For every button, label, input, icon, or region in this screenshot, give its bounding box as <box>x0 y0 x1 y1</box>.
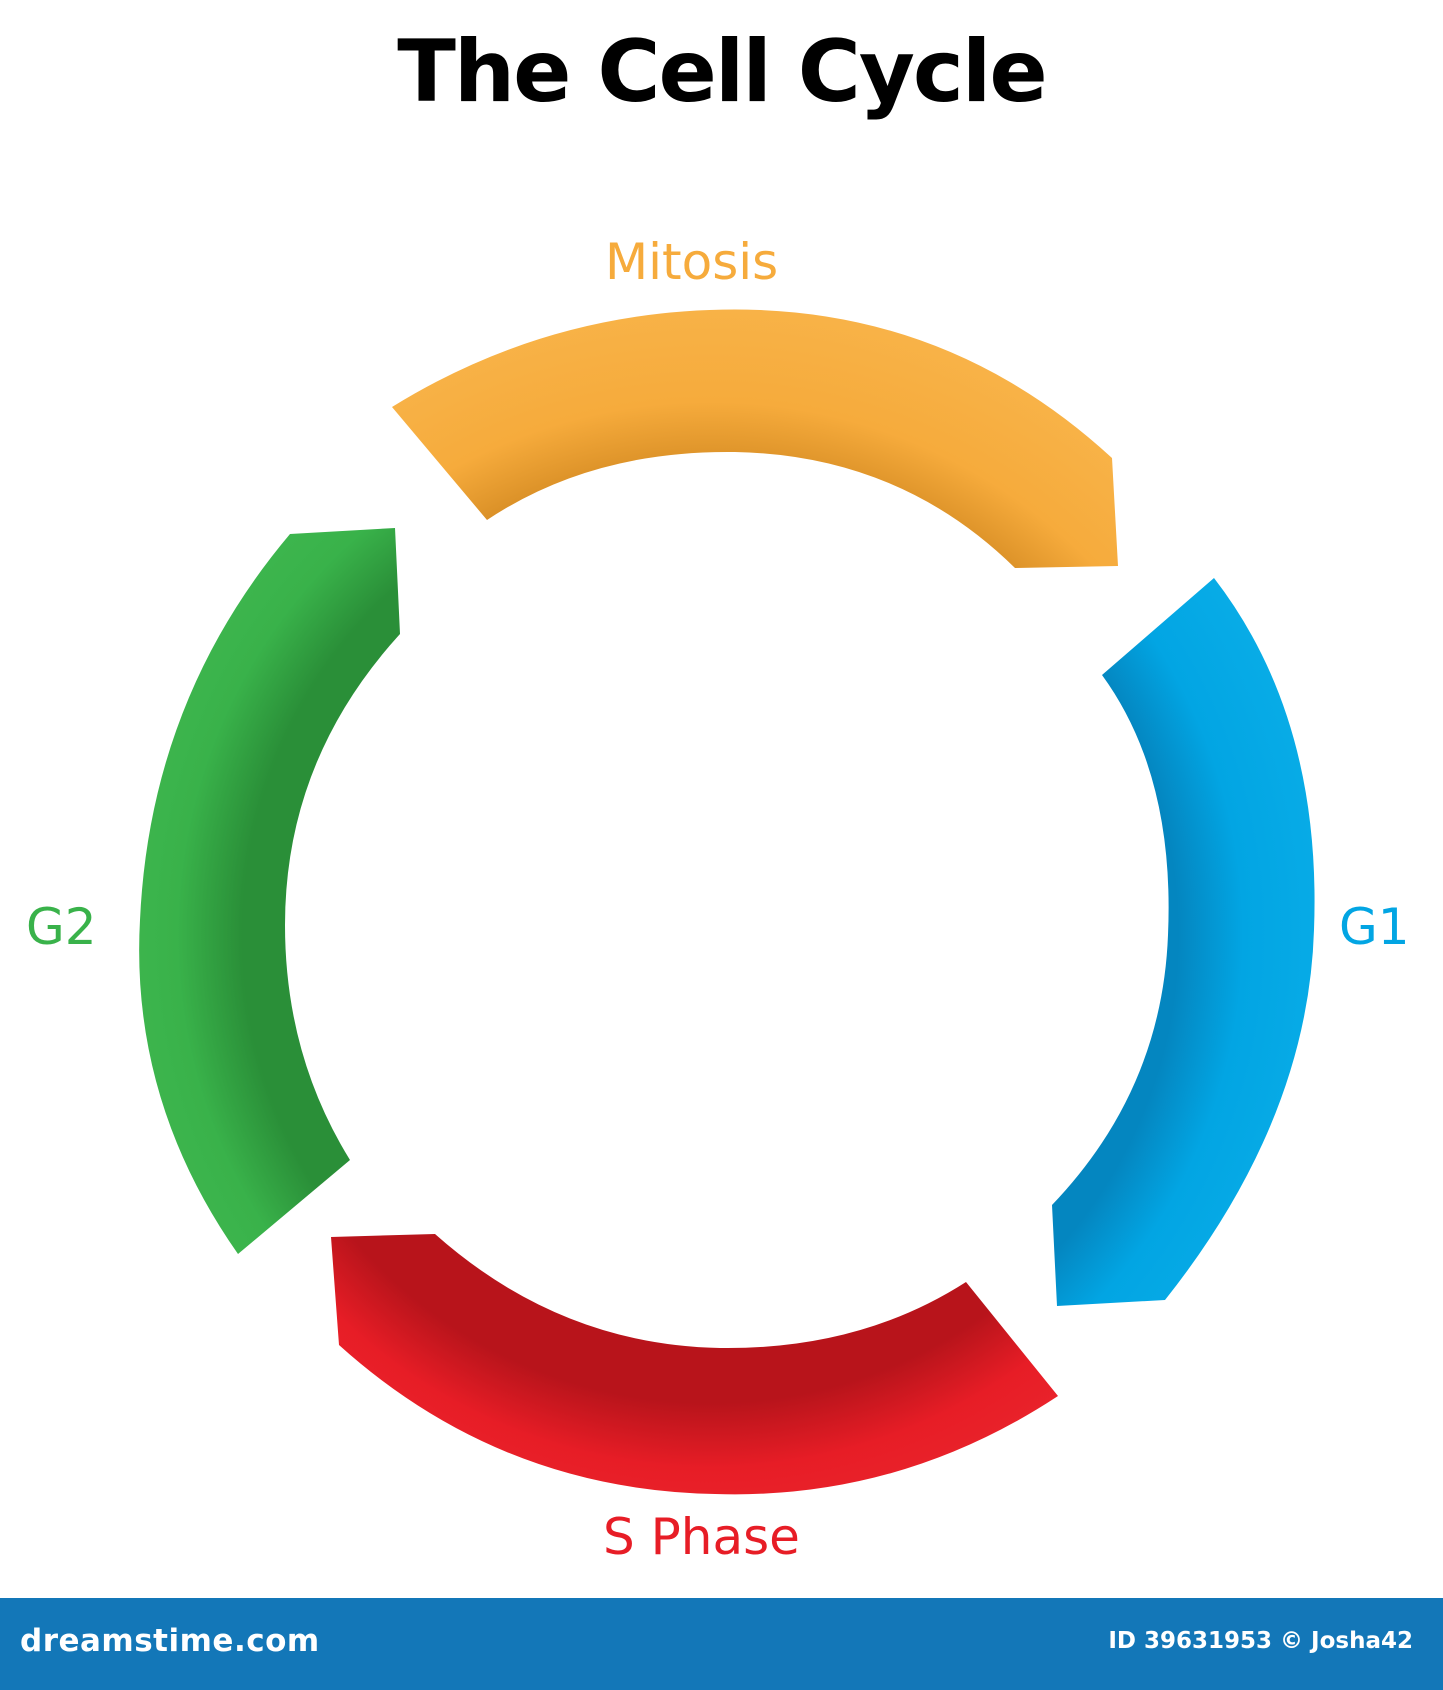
footer-bar: dreamstime.com ID 39631953 © Josha42 <box>0 1598 1443 1690</box>
phase-arc-g1 <box>1052 578 1315 1306</box>
phase-label-s-phase: S Phase <box>603 1508 800 1566</box>
phase-label-g1: G1 <box>1339 898 1410 956</box>
phase-label-mitosis: Mitosis <box>605 233 779 291</box>
phase-arc-s-phase <box>331 1234 1058 1495</box>
diagram-title: The Cell Cycle <box>397 22 1047 122</box>
phase-arc-g2 <box>139 528 401 1254</box>
phase-label-g2: G2 <box>26 898 97 956</box>
cell-cycle-diagram <box>139 309 1315 1495</box>
footer-image-id: ID 39631953 © Josha42 <box>1108 1628 1413 1654</box>
footer-brand[interactable]: dreamstime.com <box>20 1623 320 1659</box>
phase-arc-mitosis <box>392 309 1118 568</box>
